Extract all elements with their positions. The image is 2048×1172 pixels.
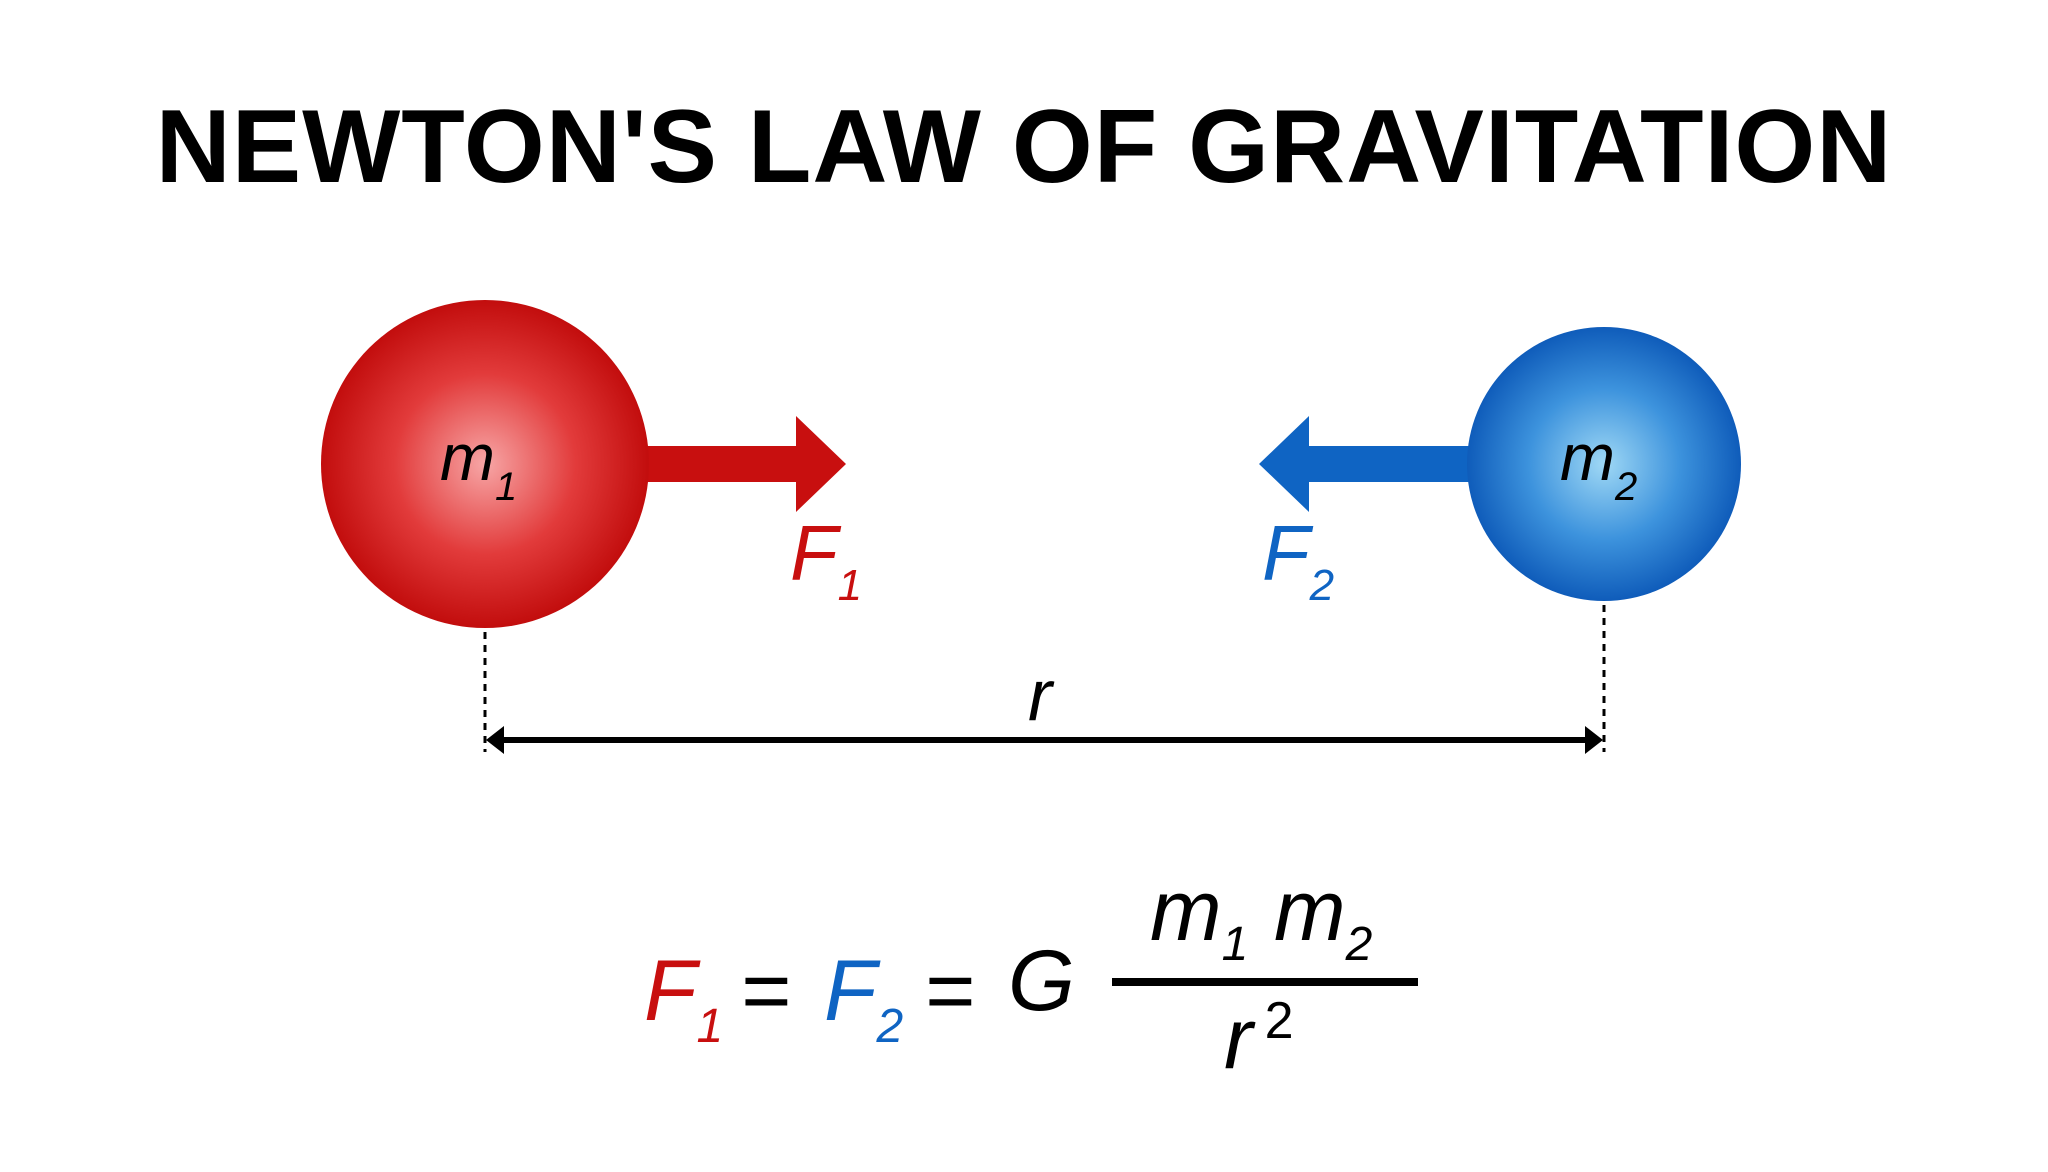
mass1-label: m1 <box>440 420 517 509</box>
distance-arrow <box>486 726 1603 754</box>
formula-equals-1: = <box>740 943 790 1039</box>
page-title: NEWTON'S LAW OF GRAVITATION <box>155 89 1893 205</box>
mass1-sphere <box>321 300 649 628</box>
distance-label: r <box>1028 656 1055 736</box>
formula-equals-2: = <box>924 943 974 1039</box>
formula-numerator-m1: m1 <box>1150 863 1248 971</box>
force2-arrow <box>1259 416 1475 512</box>
force2-label: F2 <box>1262 509 1334 610</box>
mass2-sphere <box>1467 327 1741 601</box>
formula-constant: G <box>1008 933 1075 1029</box>
formula-f1: F1 <box>644 943 723 1053</box>
formula-numerator-m2: m2 <box>1274 863 1372 971</box>
force1-arrow <box>640 416 846 512</box>
formula-f2: F2 <box>824 943 903 1053</box>
force1-label: F1 <box>790 509 862 610</box>
mass2-label: m2 <box>1560 420 1637 509</box>
